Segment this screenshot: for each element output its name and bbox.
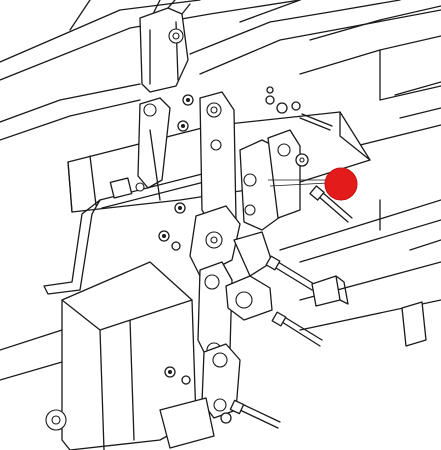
bolts <box>229 113 353 429</box>
bottom-link-arm <box>159 343 241 449</box>
upper-frame <box>0 0 441 151</box>
left-pivot-arm <box>137 97 171 201</box>
leader-line <box>269 182 329 187</box>
center-plates <box>199 91 330 231</box>
bolt-1 <box>309 185 353 223</box>
bolt-5 <box>299 113 333 131</box>
top-hitch-bracket <box>139 0 191 93</box>
clip-bracket <box>311 275 349 307</box>
nuts-washers <box>158 86 309 424</box>
bolt-3 <box>271 311 323 347</box>
bolt-2 <box>265 255 315 291</box>
red-callout-marker[interactable] <box>324 167 358 201</box>
handle-rod <box>43 171 213 295</box>
bolt-4 <box>229 399 281 429</box>
right-lower-frame <box>279 199 441 347</box>
